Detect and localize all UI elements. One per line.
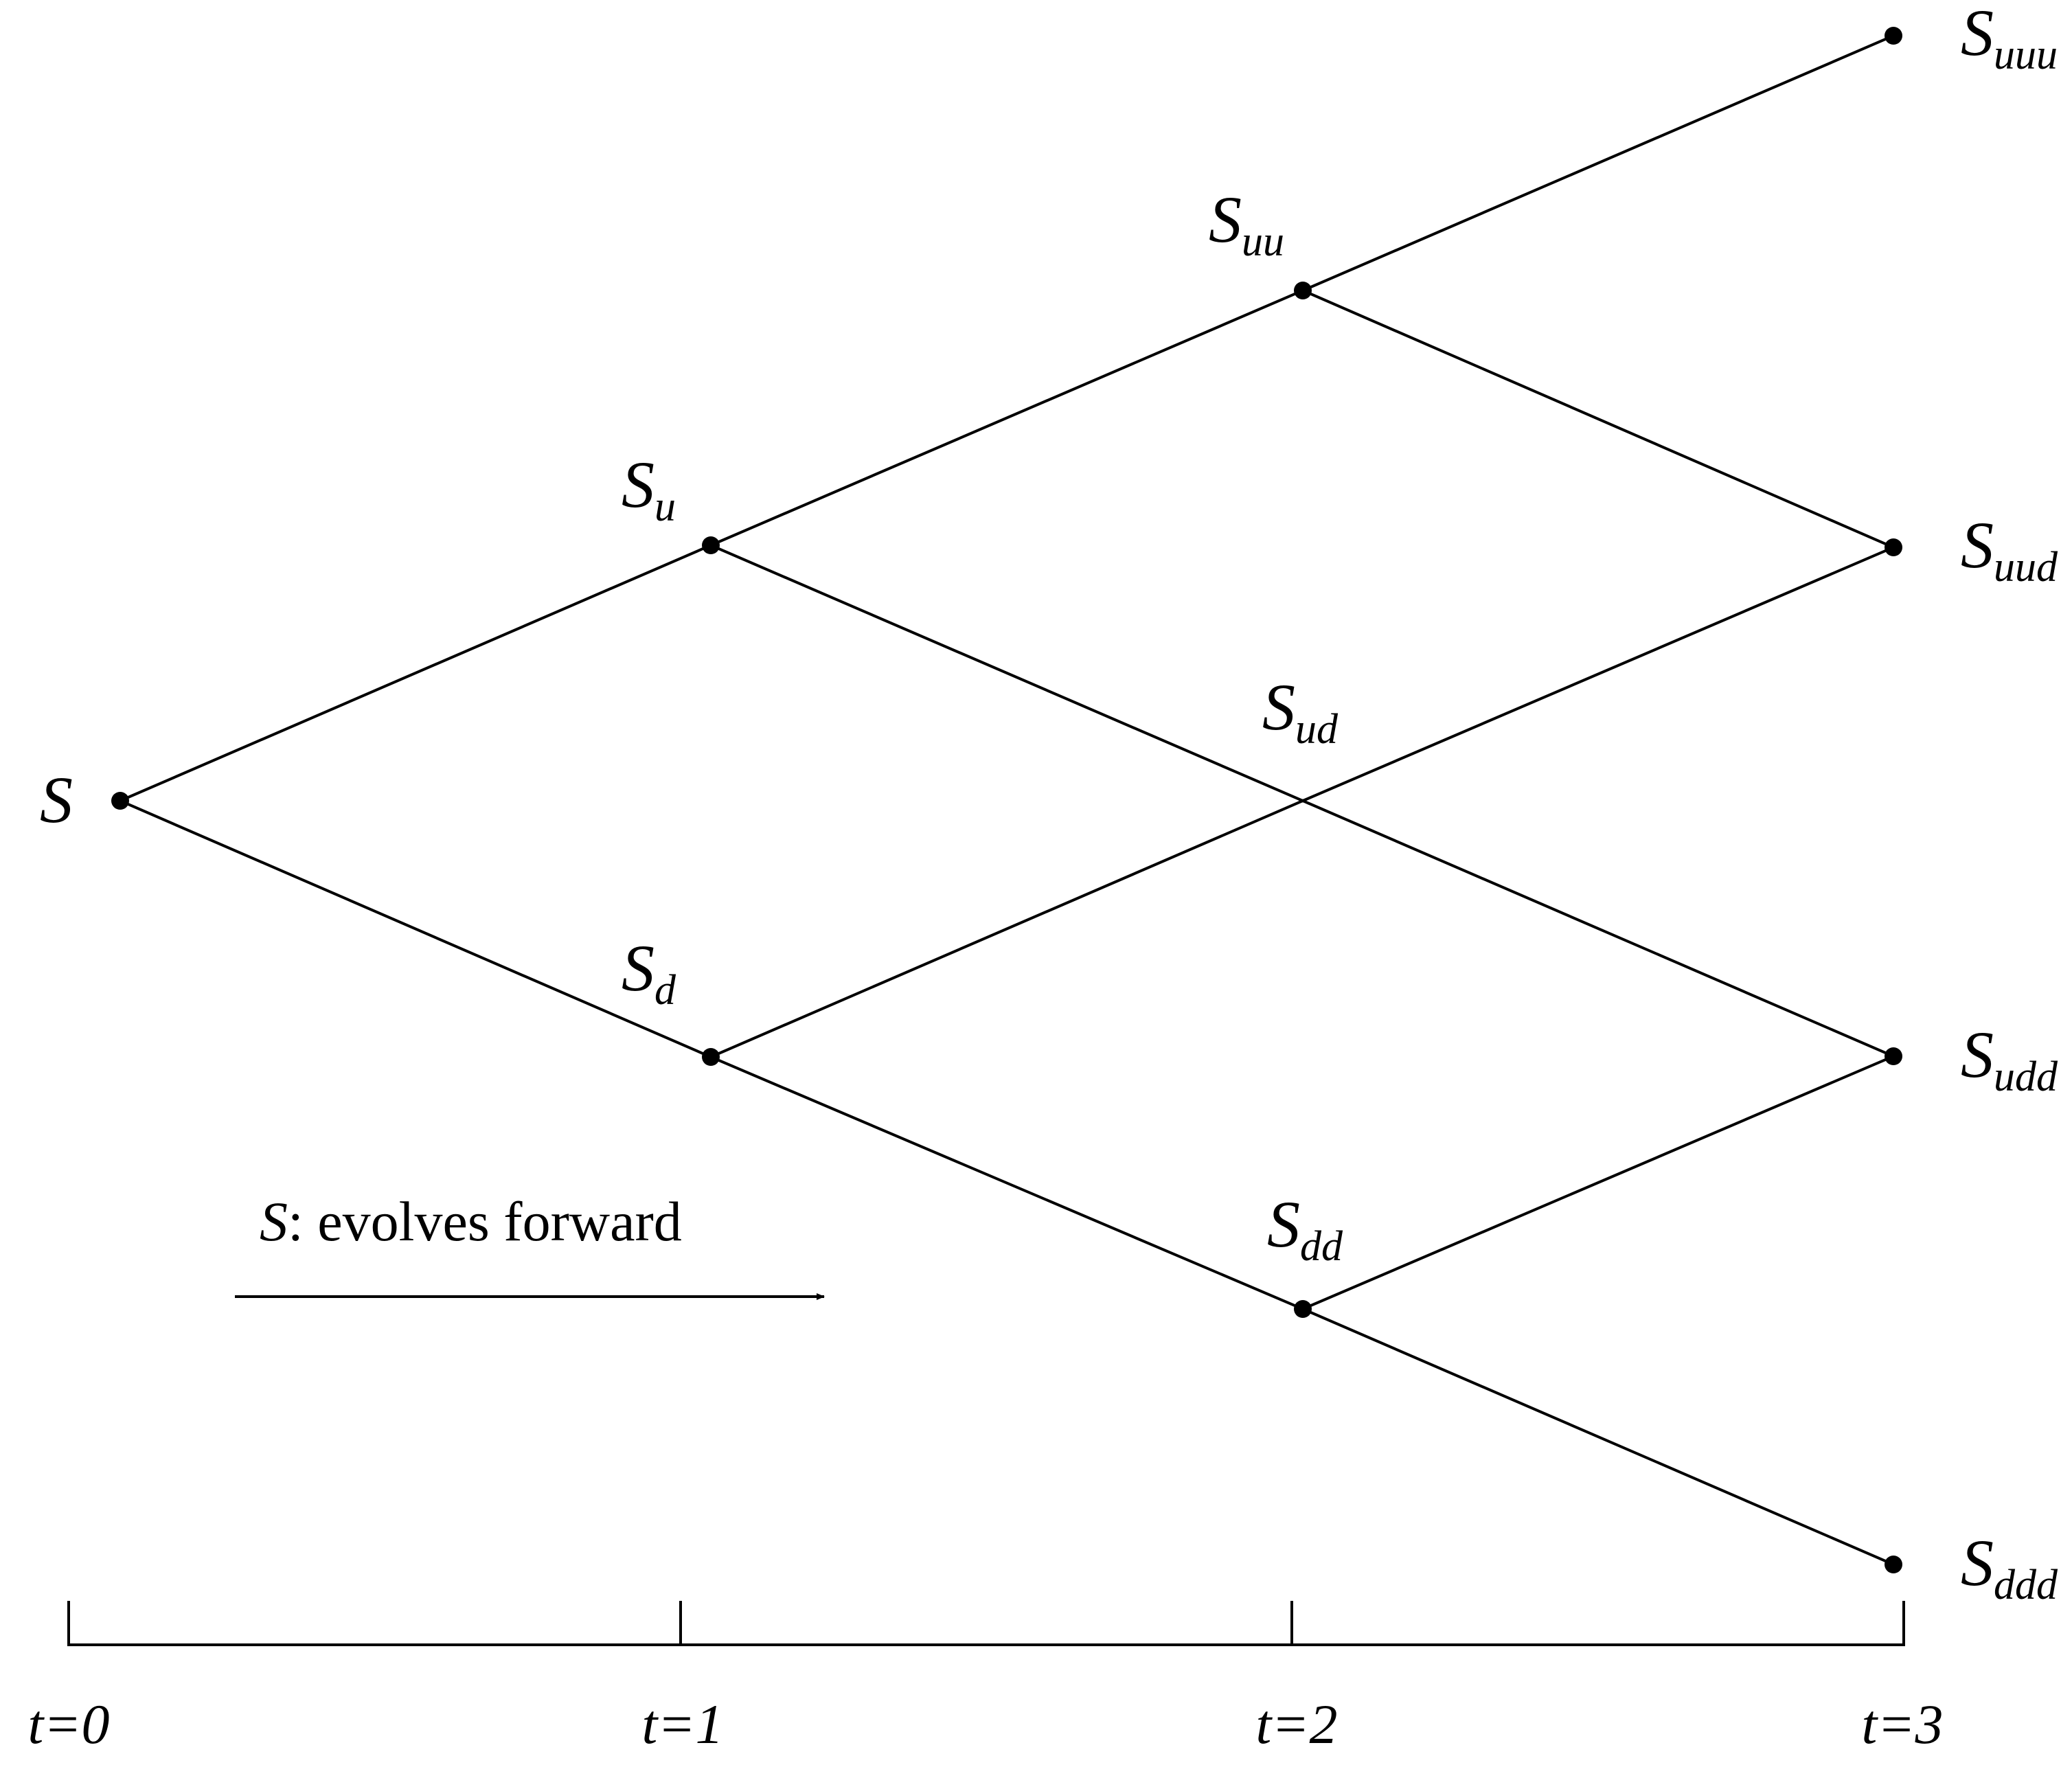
edge-su-suu <box>709 288 1305 547</box>
edge-s-sd <box>118 799 713 1059</box>
node-label-s: S <box>40 763 73 836</box>
edge-sdd-sudd <box>1301 1054 1895 1311</box>
node-label-suu: Suu <box>1209 183 1284 265</box>
node-suud <box>1885 538 1902 556</box>
edge-suu-suuu <box>1301 34 1895 293</box>
node-labels: S Su Sd Suu Sud Sdd Suuu Suud Sudd Sddd <box>40 0 2058 1608</box>
time-axis-label-1: t=1 <box>641 1693 723 1755</box>
node-label-sd: Sd <box>622 931 676 1014</box>
tree-edges <box>118 34 1895 1567</box>
node-suu <box>1294 282 1312 299</box>
node-label-suuu: Suuu <box>1961 0 2058 78</box>
node-s <box>111 792 129 810</box>
node-sd <box>702 1048 720 1066</box>
edge-su-sud <box>709 543 1305 803</box>
edge-sd-sud <box>709 799 1305 1059</box>
node-su <box>702 536 720 554</box>
tree-nodes <box>111 27 1902 1573</box>
edge-suu-suud <box>1301 288 1895 549</box>
time-axis-label-0: t=0 <box>27 1693 109 1755</box>
node-sdd <box>1294 1300 1312 1318</box>
time-axis: t=0 t=1 t=2 t=3 <box>27 1601 1944 1755</box>
edge-sud-suud <box>1301 545 1895 803</box>
node-label-suud: Suud <box>1961 508 2058 591</box>
direction-annotation: S: evolves forward <box>235 1190 825 1300</box>
node-suuu <box>1885 27 1902 45</box>
node-label-sudd: Sudd <box>1961 1018 2058 1100</box>
edge-sud-sudd <box>1301 799 1895 1058</box>
annotation-text: S: evolves forward <box>260 1190 682 1253</box>
time-axis-label-2: t=2 <box>1255 1693 1337 1755</box>
edge-s-su <box>118 543 713 803</box>
node-sddd <box>1885 1556 1902 1573</box>
node-label-su: Su <box>622 448 676 530</box>
time-axis-label-3: t=3 <box>1861 1693 1943 1755</box>
node-label-sud: Sud <box>1262 670 1339 753</box>
node-label-sddd: Sddd <box>1961 1526 2058 1608</box>
node-label-sdd: Sdd <box>1267 1187 1343 1270</box>
edge-sdd-sddd <box>1301 1307 1895 1567</box>
node-sudd <box>1885 1047 1902 1065</box>
edge-sd-sdd <box>709 1055 1305 1311</box>
